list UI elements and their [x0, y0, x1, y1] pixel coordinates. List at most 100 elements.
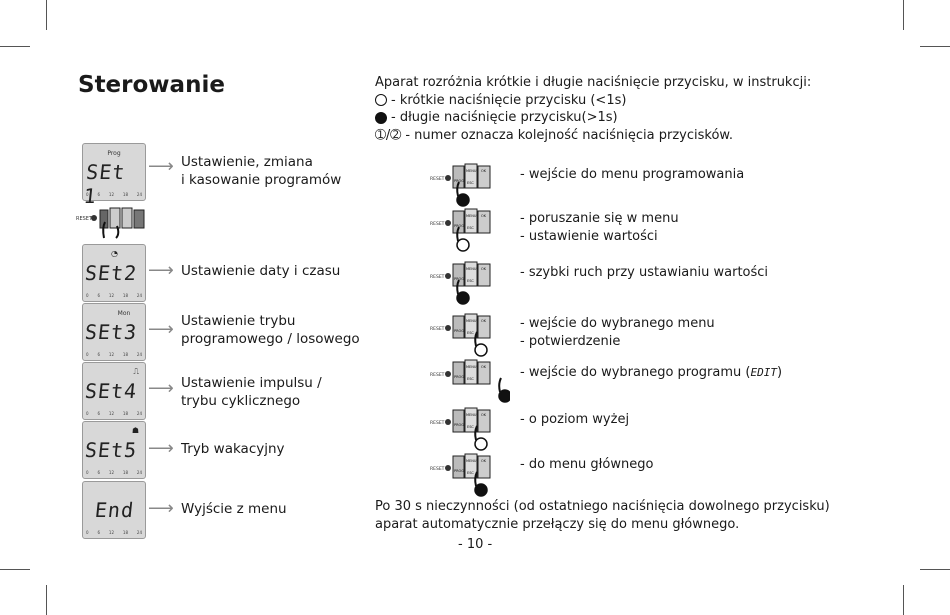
short-press-row: - krótkie naciśnięcie przycisku (<1s) — [375, 92, 811, 110]
lcd-segment-text: SEt3 — [83, 320, 139, 344]
svg-text:MENU: MENU — [466, 365, 477, 369]
svg-text:PROG: PROG — [454, 277, 464, 281]
footer-note: Po 30 s nieczynności (od ostatniego naci… — [375, 499, 830, 532]
clock-icon: ◔ — [111, 249, 118, 258]
short-press-text: - krótkie naciśnięcie przycisku (<1s) — [391, 92, 627, 108]
svg-text:ESC: ESC — [467, 279, 474, 283]
lcd-segment-text: SEt4 — [83, 379, 139, 403]
svg-text:ESC: ESC — [467, 425, 474, 429]
lcd-segment-text: End — [93, 498, 136, 522]
svg-text:RESET: RESET — [430, 274, 445, 280]
svg-text:PROG: PROG — [454, 423, 464, 427]
action-desc-2: - poruszanie się w menu- ustawienie wart… — [520, 211, 679, 244]
menu-label-set5: Tryb wakacyjny — [181, 441, 285, 457]
menu-label-set2: Ustawienie daty i czasu — [181, 263, 341, 279]
crop-mark — [903, 585, 904, 615]
svg-text:RESET: RESET — [430, 420, 445, 426]
crop-mark — [0, 46, 30, 47]
svg-text:MENU: MENU — [466, 214, 477, 218]
holiday-icon: ☗ — [131, 426, 139, 435]
arrow-right-icon: ⟶ — [148, 498, 174, 519]
svg-text:ESC: ESC — [467, 331, 474, 335]
long-press-text: - długie naciśnięcie przycisku(>1s) — [391, 110, 618, 125]
svg-text:PROG: PROG — [454, 469, 464, 473]
svg-text:OK: OK — [481, 214, 487, 218]
svg-text:OK: OK — [481, 319, 487, 323]
svg-text:MENU: MENU — [466, 169, 477, 173]
svg-text:ESC: ESC — [467, 377, 474, 381]
menu-label-end: Wyjście z menu — [181, 501, 287, 517]
svg-text:ESC: ESC — [467, 181, 474, 185]
page-title: Sterowanie — [78, 72, 225, 98]
arrow-right-icon: ⟶ — [148, 378, 174, 399]
lcd-segment-text: SEt5 — [83, 438, 139, 462]
svg-text:MENU: MENU — [466, 413, 477, 417]
crop-mark — [903, 0, 904, 30]
svg-text:RESET: RESET — [430, 221, 445, 227]
svg-text:MENU: MENU — [466, 319, 477, 323]
keypad-diagram: RESET PROG MENU ESC OK — [430, 205, 510, 253]
crop-mark — [920, 569, 950, 570]
svg-text:PROG: PROG — [454, 329, 464, 333]
svg-text:PROG: PROG — [454, 224, 464, 228]
svg-text:RESET: RESET — [430, 466, 445, 472]
action-desc-3: - szybki ruch przy ustawianiu wartości — [520, 265, 769, 280]
svg-text:ESC: ESC — [467, 226, 474, 230]
svg-text:RESET: RESET — [430, 326, 445, 332]
keypad-diagram: RESET PROG MENU ESC OK — [430, 160, 510, 208]
page-number: - 10 - — [458, 537, 493, 552]
svg-text:OK: OK — [481, 169, 487, 173]
order-text: - numer oznacza kolejność naciśnięcia pr… — [405, 127, 733, 143]
impulse-icon: ⎍ — [133, 367, 139, 376]
svg-text:RESET: RESET — [430, 372, 445, 378]
crop-mark — [920, 46, 950, 47]
lcd-top-text: Prog — [107, 150, 121, 157]
svg-text:RESET: RESET — [430, 176, 445, 182]
svg-text:PROG: PROG — [454, 179, 464, 183]
action-desc-4: - wejście do wybranego menu- potwierdzen… — [520, 316, 715, 349]
keypad-diagram: RESET PROG MENU ESC OK — [430, 258, 510, 306]
action-desc-7: - do menu głównego — [520, 457, 654, 472]
crop-mark — [46, 0, 47, 30]
long-press-circle-icon — [375, 111, 387, 124]
short-press-circle-icon — [375, 94, 387, 107]
svg-text:OK: OK — [481, 459, 487, 463]
svg-text:MENU: MENU — [466, 459, 477, 463]
keypad-diagram: RESET PROG MENU ESC OK — [430, 310, 510, 358]
action-desc-6: - o poziom wyżej — [520, 412, 630, 427]
order-row: ➀/➁ - numer oznacza kolejność naciśnięci… — [375, 127, 811, 145]
action-desc-1: - wejście do menu programowania — [520, 167, 745, 182]
svg-text:MENU: MENU — [466, 267, 477, 271]
crop-mark — [46, 585, 47, 615]
action-desc-5: - wejście do wybranego programu (EDIT) — [520, 365, 783, 380]
lcd-top-text: Mon — [117, 310, 131, 317]
svg-text:OK: OK — [481, 267, 487, 271]
intro-line: Aparat rozróżnia krótkie i długie naciśn… — [375, 75, 812, 90]
svg-text:OK: OK — [481, 413, 487, 417]
arrow-right-icon: ⟶ — [148, 438, 174, 459]
arrow-right-icon: ⟶ — [148, 260, 174, 281]
keypad-diagram-small: RESET — [76, 200, 156, 244]
keypad-diagram: RESET PROG MENU ESC OK — [430, 404, 510, 452]
intro-text: Aparat rozróżnia krótkie i długie naciśn… — [375, 74, 811, 144]
reset-label: RESET — [76, 216, 93, 222]
crop-mark — [0, 569, 30, 570]
arrow-right-icon: ⟶ — [148, 156, 174, 177]
long-press-row: - długie naciśnięcie przycisku(>1s) — [375, 109, 811, 127]
